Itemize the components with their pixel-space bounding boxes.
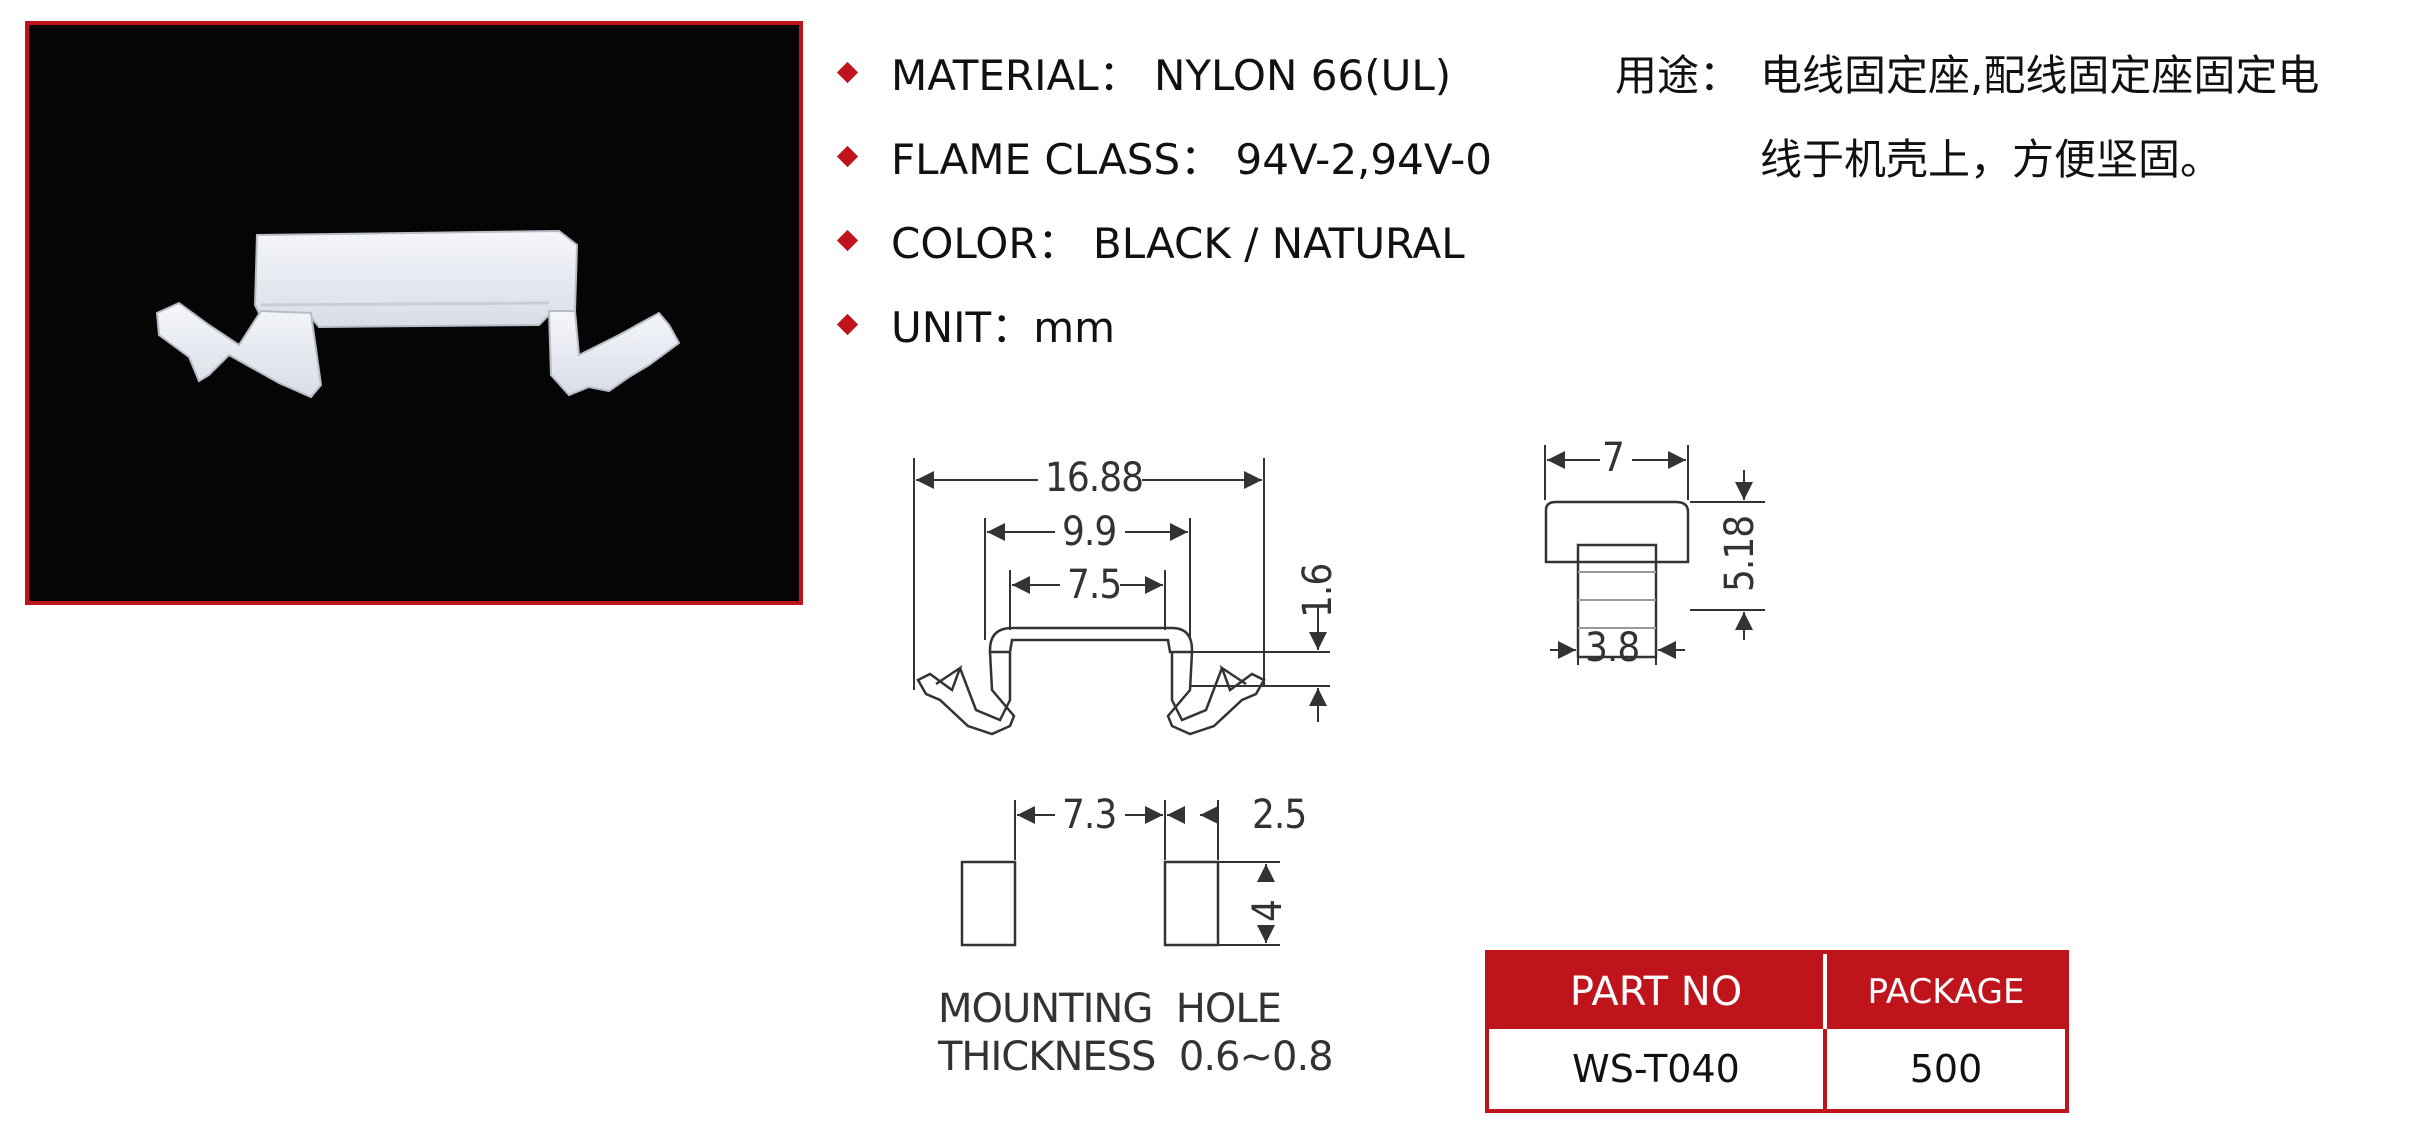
dim-height: 1.6	[1295, 563, 1341, 618]
dim-side-width: 7	[1602, 435, 1625, 481]
mounting-hole-note: MOUNTING HOLE THICKNESS 0.6~0.8	[938, 985, 1334, 1081]
usage-line-2: 线于机壳上，方便坚固。	[1760, 134, 2223, 184]
product-photo	[25, 21, 803, 605]
spec-color: COLOR： BLACK / NATURAL	[836, 198, 1600, 282]
spec-label: MATERIAL： NYLON 66(UL)	[891, 50, 1452, 100]
spec-flame-class: FLAME CLASS： 94V-2,94V-0	[836, 114, 1600, 198]
dim-overall-width: 16.88	[1045, 455, 1144, 501]
spec-label: COLOR： BLACK / NATURAL	[891, 218, 1465, 268]
note-line-2: THICKNESS 0.6~0.8	[938, 1034, 1334, 1080]
spec-material: MATERIAL： NYLON 66(UL)	[836, 30, 1600, 114]
header-part-no: PART NO	[1489, 954, 1827, 1029]
dim-hole-height: 4	[1245, 900, 1291, 922]
spec-label: UNIT：mm	[891, 302, 1116, 352]
dim-inner-width: 9.9	[1062, 509, 1117, 555]
dim-top-width: 7.5	[1067, 562, 1122, 608]
dim-hole-spacing: 7.3	[1062, 792, 1117, 838]
dim-hole-width: 2.5	[1252, 792, 1307, 838]
usage-label: 用途：	[1615, 50, 1742, 100]
dim-side-height: 5.18	[1717, 515, 1763, 592]
note-line-1: MOUNTING HOLE	[938, 986, 1282, 1032]
cable-clip-illustration	[155, 229, 681, 399]
spec-label: FLAME CLASS： 94V-2,94V-0	[891, 134, 1493, 184]
cell-package: 500	[1827, 1029, 2065, 1109]
usage-line-1: 电线固定座,配线固定座固定电	[1760, 50, 2320, 100]
spec-unit: UNIT：mm	[836, 282, 1600, 366]
part-table: PART NO PACKAGE WS-T040 500	[1485, 950, 2069, 1113]
usage-description: 用途： 电线固定座,配线固定座固定电 线于机壳上，方便坚固。	[1615, 30, 2319, 198]
dim-side-stem: 3.8	[1585, 625, 1640, 671]
cell-part-no: WS-T040	[1489, 1029, 1827, 1109]
header-package: PACKAGE	[1827, 954, 2065, 1029]
spec-list: MATERIAL： NYLON 66(UL) FLAME CLASS： 94V-…	[836, 30, 1600, 366]
